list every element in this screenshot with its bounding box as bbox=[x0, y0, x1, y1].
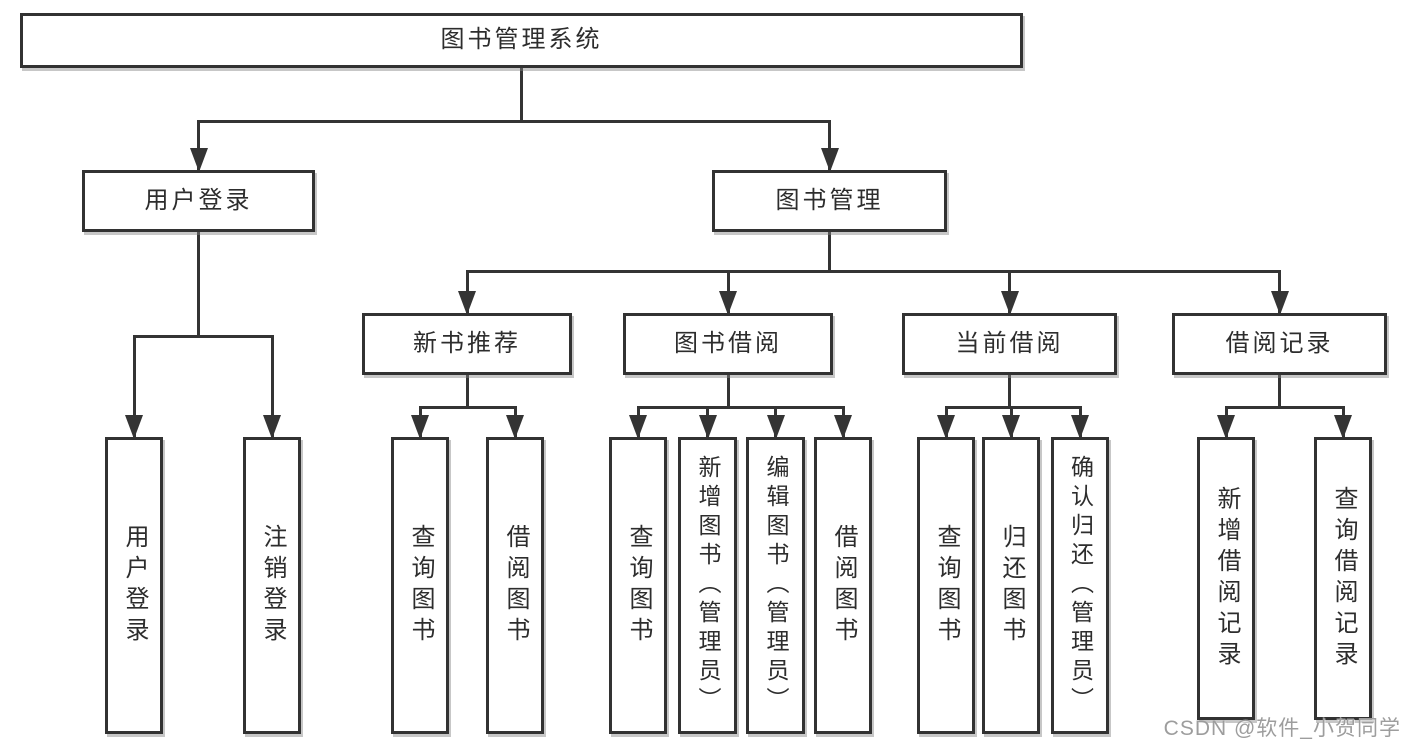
arrow-down-icon bbox=[834, 415, 852, 439]
edge-child-drop bbox=[270, 335, 274, 437]
arrow-down-icon bbox=[698, 415, 717, 439]
node-label: 新书推荐 bbox=[413, 329, 521, 357]
leaf-user-login: 用户登录 bbox=[105, 437, 163, 734]
arrow-down-icon bbox=[766, 415, 785, 439]
arrow-down-icon bbox=[1071, 415, 1089, 439]
node-library-system: 图书管理系统 bbox=[20, 13, 1023, 68]
watermark: CSDN @软件_小贺同学 bbox=[1163, 717, 1401, 740]
node-label: 借阅记录 bbox=[1225, 329, 1334, 357]
node-label: 查询图书 bbox=[625, 523, 652, 648]
node-new-book-recommend: 新书推荐 bbox=[362, 313, 572, 375]
arrow-down-icon bbox=[263, 415, 281, 439]
node-label: 图书借阅 bbox=[674, 329, 782, 357]
leaf-query-books: 查询图书 bbox=[917, 437, 975, 734]
node-label: 新增图书（管理员） bbox=[695, 455, 721, 716]
node-current-borrowing: 当前借阅 bbox=[902, 313, 1117, 375]
leaf-query-books: 查询图书 bbox=[609, 437, 667, 734]
node-label: 查询图书 bbox=[407, 523, 434, 648]
node-label: 用户登录 bbox=[121, 523, 148, 648]
arrow-down-icon bbox=[1270, 291, 1289, 315]
leaf-borrow-books: 借阅图书 bbox=[814, 437, 872, 734]
edge-bus bbox=[636, 406, 845, 409]
edge-bus bbox=[132, 335, 274, 338]
node-label: 查询图书 bbox=[933, 523, 960, 648]
arrow-down-icon bbox=[1002, 415, 1020, 439]
leaf-query-borrow-record: 查询借阅记录 bbox=[1314, 437, 1372, 720]
leaf-logout: 注销登录 bbox=[243, 437, 301, 734]
edge-bus bbox=[197, 120, 831, 123]
node-label: 编辑图书（管理员） bbox=[763, 455, 789, 716]
node-label: 当前借阅 bbox=[955, 329, 1064, 357]
arrow-down-icon bbox=[506, 415, 524, 439]
edge-child-drop bbox=[828, 120, 831, 170]
node-label: 图书管理系统 bbox=[440, 26, 603, 54]
arrow-down-icon bbox=[1217, 415, 1235, 439]
leaf-add-borrow-record: 新增借阅记录 bbox=[1197, 437, 1255, 720]
edge-parent-stub bbox=[1008, 375, 1011, 409]
node-book-borrowing: 图书借阅 bbox=[623, 313, 833, 375]
arrow-down-icon bbox=[458, 291, 476, 315]
node-label: 归还图书 bbox=[998, 523, 1025, 648]
edge-bus bbox=[418, 406, 517, 409]
node-label: 借阅图书 bbox=[502, 523, 529, 648]
node-label: 查询借阅记录 bbox=[1330, 485, 1357, 672]
arrow-down-icon bbox=[937, 415, 955, 439]
arrow-down-icon bbox=[719, 291, 737, 315]
node-label: 新增借阅记录 bbox=[1213, 485, 1240, 672]
edge-parent-stub bbox=[828, 232, 831, 273]
edge-child-drop bbox=[197, 120, 200, 170]
node-label: 注销登录 bbox=[259, 523, 286, 648]
arrow-down-icon bbox=[820, 148, 839, 172]
arrow-down-icon bbox=[189, 148, 208, 172]
leaf-return-book: 归还图书 bbox=[982, 437, 1040, 734]
leaf-add-book-admin: 新增图书（管理员） bbox=[678, 437, 737, 734]
edge-parent-stub bbox=[465, 375, 469, 409]
arrow-down-icon bbox=[1000, 291, 1019, 315]
edge-parent-stub bbox=[726, 375, 730, 409]
node-borrow-records: 借阅记录 bbox=[1172, 313, 1387, 375]
node-label: 图书管理 bbox=[775, 186, 884, 214]
leaf-edit-book-admin: 编辑图书（管理员） bbox=[746, 437, 805, 734]
edge-parent-stub bbox=[1278, 375, 1281, 409]
leaf-query-books: 查询图书 bbox=[391, 437, 449, 734]
edge-bus bbox=[465, 270, 1281, 273]
arrow-down-icon bbox=[629, 415, 647, 439]
arrow-down-icon bbox=[411, 415, 429, 439]
leaf-borrow-books: 借阅图书 bbox=[486, 437, 544, 734]
edge-parent-stub bbox=[197, 232, 200, 338]
arrow-down-icon bbox=[125, 415, 143, 439]
node-user-login: 用户登录 bbox=[82, 170, 315, 232]
node-book-management: 图书管理 bbox=[712, 170, 947, 232]
edge-bus bbox=[1224, 406, 1345, 409]
node-label: 确认归还（管理员） bbox=[1067, 455, 1094, 716]
leaf-confirm-return-admin: 确认归还（管理员） bbox=[1051, 437, 1109, 734]
edge-bus bbox=[944, 406, 1082, 409]
arrow-down-icon bbox=[1334, 415, 1352, 439]
node-label: 借阅图书 bbox=[830, 523, 857, 648]
edge-parent-stub bbox=[520, 68, 523, 123]
node-label: 用户登录 bbox=[144, 186, 253, 214]
edge-child-drop bbox=[132, 335, 136, 437]
